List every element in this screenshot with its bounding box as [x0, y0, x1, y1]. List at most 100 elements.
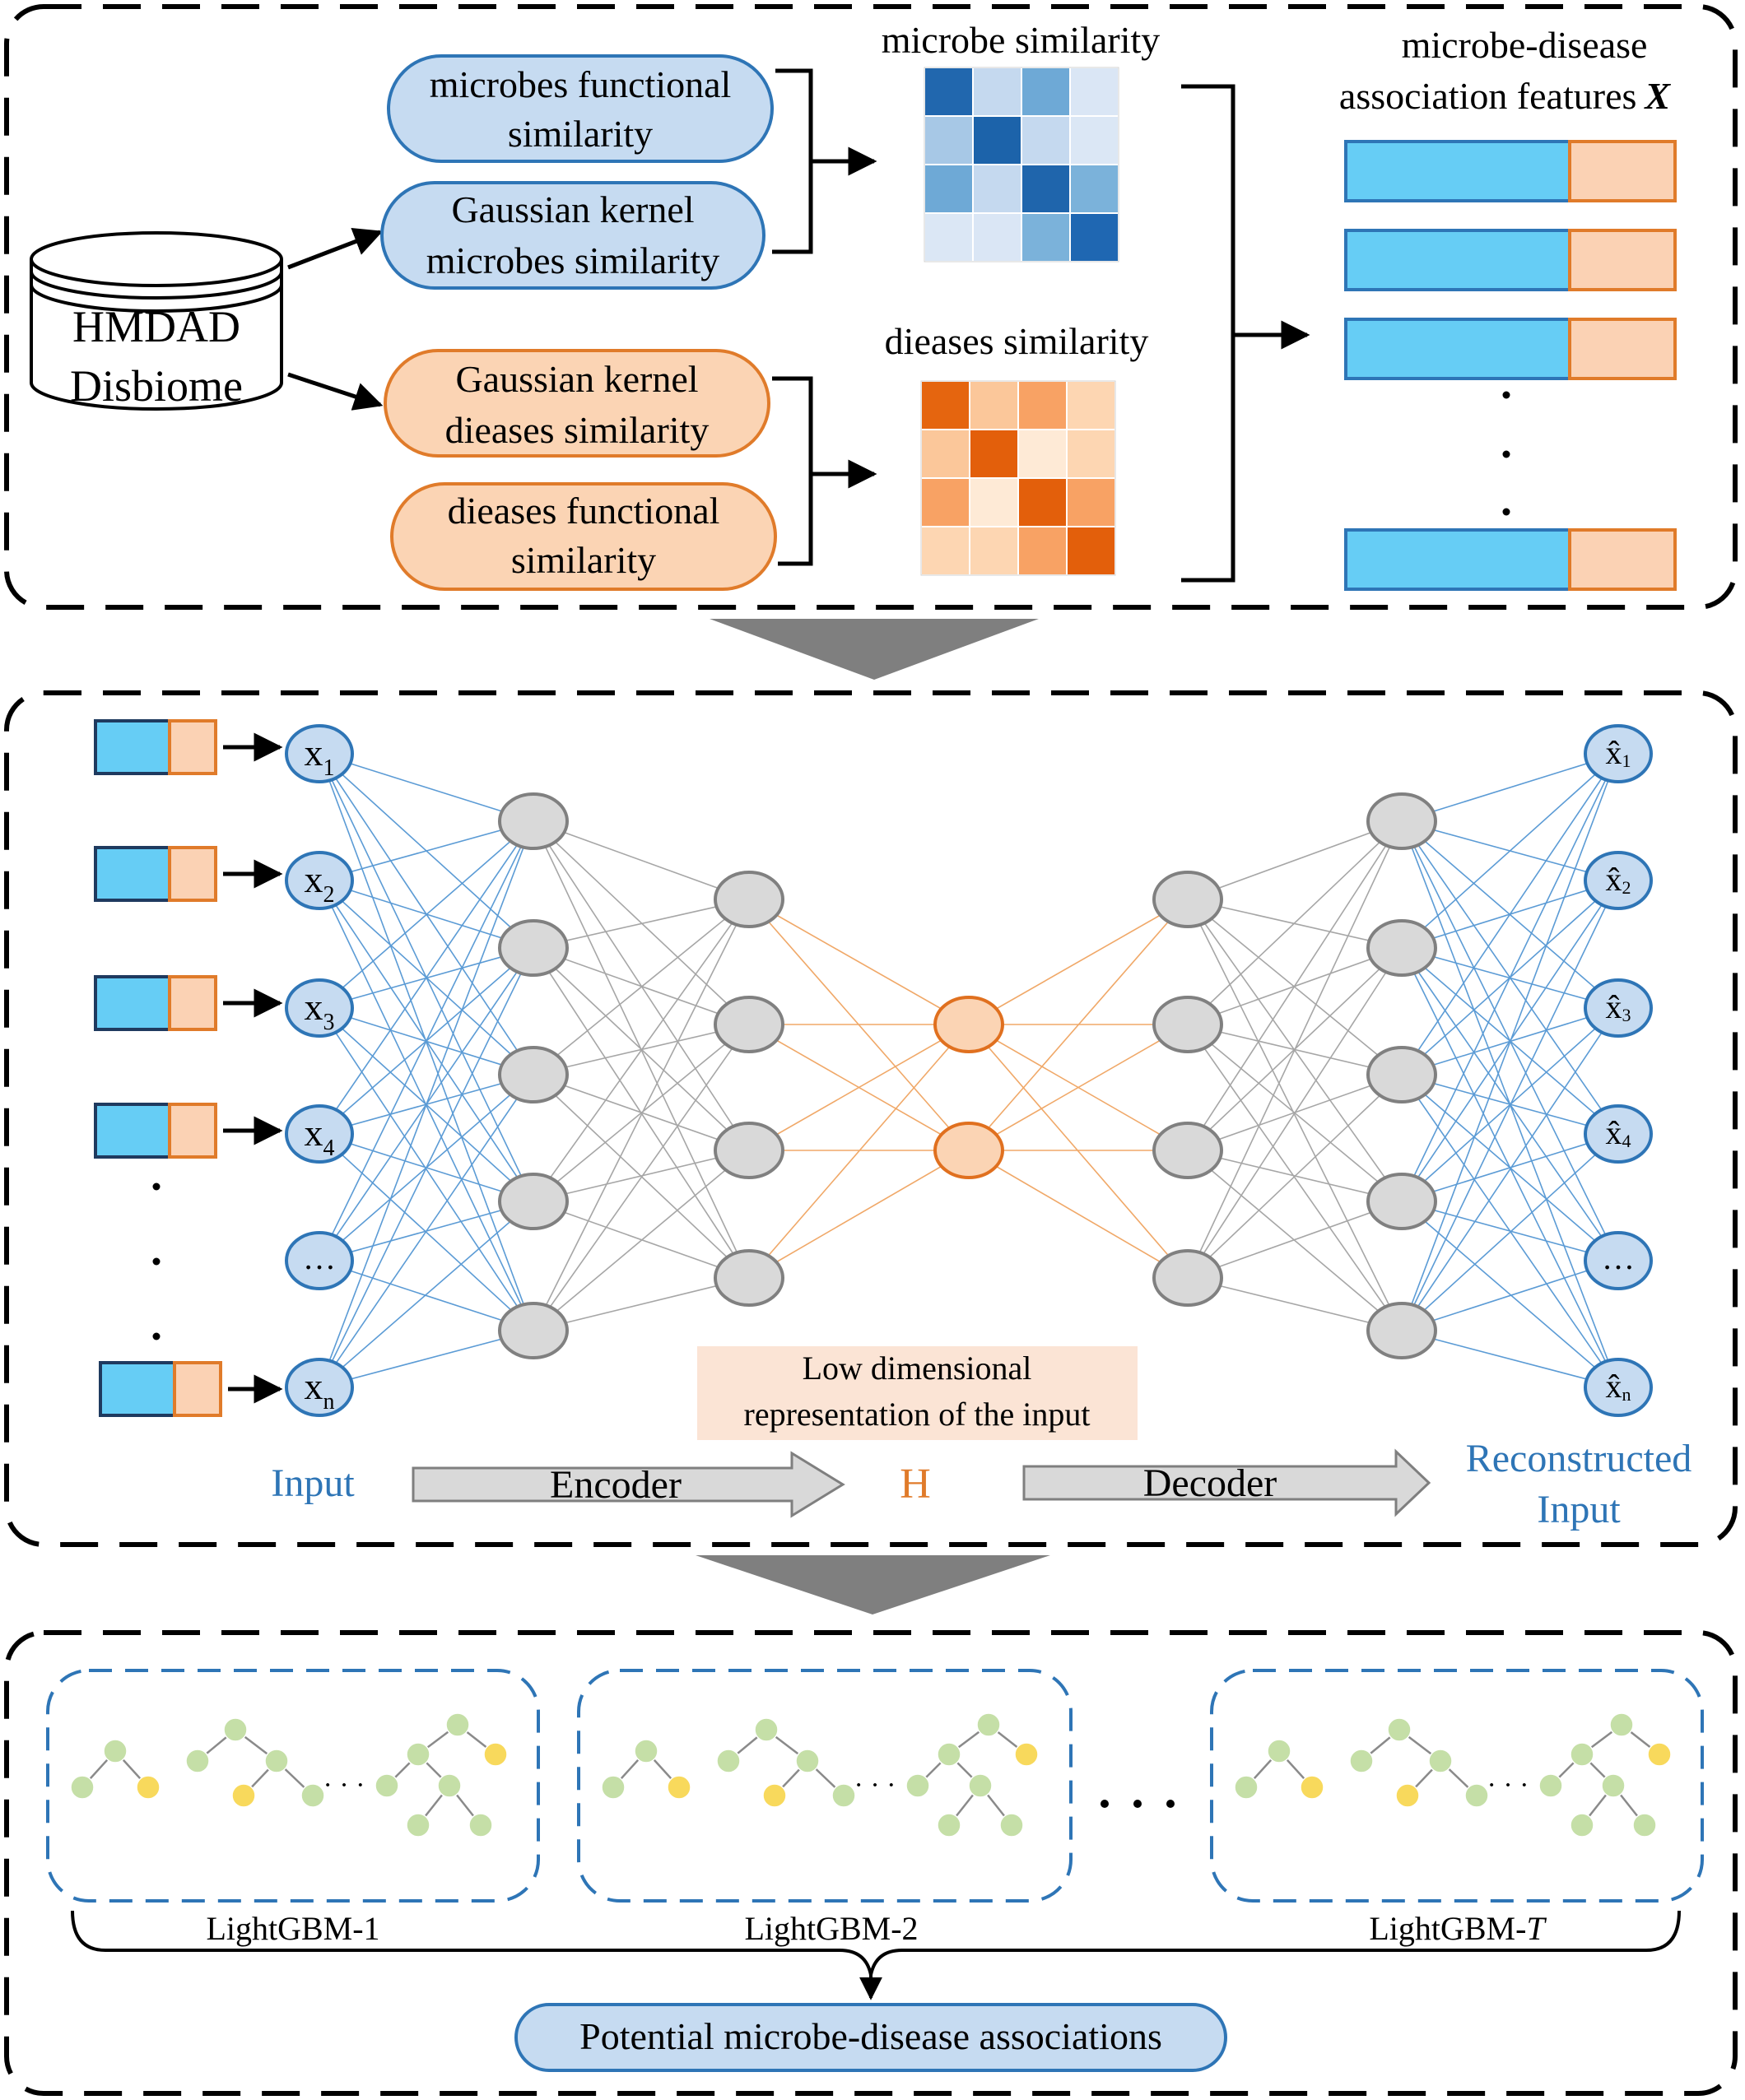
flow-down-triangle-1: [710, 619, 1039, 680]
network-edge: [1187, 820, 1403, 1151]
tree-ellipsis: · · ·: [854, 1770, 896, 1800]
network-edge: [748, 1024, 970, 1151]
network-edge: [533, 820, 750, 900]
node-label: x̂1: [1606, 734, 1631, 771]
tree-node: [1570, 1813, 1594, 1838]
matrix-cell: [969, 380, 1019, 430]
svg-text:dieases functional: dieases functional: [448, 490, 720, 532]
matrix-cell: [1021, 212, 1071, 262]
matrix-cell: [920, 380, 970, 430]
network-edge: [319, 820, 534, 1388]
tree-node: [1300, 1775, 1324, 1800]
network-edge: [319, 820, 534, 1135]
decision-trees: · · ·· · ·· · ·: [70, 1712, 1672, 1838]
hidden-node: [714, 871, 784, 928]
network-edge: [319, 820, 534, 881]
h-label: H: [900, 1461, 931, 1508]
network-edge: [748, 1024, 970, 1279]
output-label: Potential microbe-disease associations: [579, 2015, 1162, 2057]
feature-vector: [1344, 229, 1677, 291]
matrix-cell: [1017, 380, 1068, 430]
network-edge: [1187, 820, 1403, 1025]
tree-node: [905, 1773, 930, 1798]
model-label-t: LightGBM-T: [1369, 1910, 1547, 1947]
source-disbiome: Disbiome: [70, 361, 243, 411]
tree-node: [1538, 1773, 1563, 1798]
hidden-node: [1366, 792, 1437, 850]
tree-node: [1014, 1742, 1039, 1767]
matrix-cell: [1021, 67, 1071, 117]
network-edge: [533, 899, 750, 1202]
network-edges: [319, 753, 1619, 1388]
matrix-cell: [1066, 526, 1116, 576]
matrix-cell: [1069, 67, 1119, 117]
tree-node: [264, 1749, 289, 1773]
tree-ellipsis: · · ·: [1487, 1770, 1529, 1800]
network-edge: [1187, 1074, 1403, 1279]
tree-node: [999, 1813, 1024, 1838]
network-edge: [319, 753, 534, 822]
network-edge: [319, 1201, 534, 1388]
network-edge: [1401, 753, 1619, 822]
svg-text:dieases similarity: dieases similarity: [445, 409, 710, 451]
input-vector: [94, 846, 283, 902]
tree-node: [70, 1775, 95, 1800]
matrix-cell: [969, 526, 1019, 576]
microbe-bracket: [772, 68, 813, 254]
network-edge: [319, 1330, 534, 1388]
network-edge: [1187, 1201, 1403, 1279]
svg-text:Gaussian kernel: Gaussian kernel: [455, 358, 698, 400]
source-hmdad: HMDAD: [72, 302, 240, 351]
input-node: …: [285, 1231, 354, 1290]
network-edge: [533, 899, 750, 949]
matrix-cell: [1069, 164, 1119, 214]
network-edge: [1401, 753, 1619, 949]
network-edge: [533, 1277, 750, 1331]
network-edge: [1401, 1133, 1619, 1331]
output-pill: [514, 2003, 1227, 2072]
matrix-cell: [1017, 526, 1068, 576]
input-label: Input: [271, 1461, 355, 1505]
hidden-node: [714, 1122, 784, 1179]
tree: [1349, 1717, 1489, 1808]
node-label: x̂n: [1606, 1368, 1631, 1405]
network-edge: [533, 1150, 750, 1331]
tree-node: [1632, 1813, 1657, 1838]
model-box-2: [577, 1669, 1073, 1903]
network-edge: [1187, 947, 1403, 1279]
network-edge: [1187, 820, 1403, 1279]
input-node: xn: [285, 1358, 354, 1417]
tree-node: [1428, 1749, 1453, 1773]
matrix-cell: [972, 212, 1022, 262]
panel1-frame: [4, 4, 1738, 610]
network-edge: [319, 1260, 534, 1331]
hidden-node: [1152, 1249, 1223, 1307]
svg-text:microbes similarity: microbes similarity: [426, 239, 719, 281]
network-edge: [1401, 1201, 1619, 1388]
tree-node: [976, 1712, 1001, 1737]
tree-node: [1395, 1783, 1420, 1808]
matrix-cell: [1066, 429, 1116, 479]
tree: [185, 1717, 325, 1808]
network-edge: [319, 1133, 534, 1331]
output-node: x̂4: [1584, 1104, 1653, 1164]
network-edge: [533, 1024, 750, 1331]
tree-node: [445, 1712, 470, 1737]
node-label: x̂3: [1606, 988, 1631, 1025]
tree: [905, 1712, 1039, 1838]
matrix-cell: [920, 477, 970, 527]
disease-functional-similarity-pill: dieases functional similarity: [390, 482, 777, 591]
microbe-similarity-matrix: [924, 67, 1119, 262]
network-edge: [533, 899, 750, 1331]
network-edge: [1401, 1260, 1619, 1331]
hidden-node: [498, 1302, 569, 1359]
node-label: x̂4: [1606, 1114, 1631, 1151]
tree-node: [1387, 1717, 1412, 1742]
arrow-db-to-microbe: [287, 227, 384, 270]
network-edge: [968, 899, 1189, 1025]
flow-down-triangle-2: [696, 1555, 1050, 1614]
tree-node: [1464, 1783, 1489, 1808]
tree-node: [1647, 1742, 1672, 1767]
decoder-arrow: [1022, 1448, 1431, 1517]
hidden-node: [714, 1249, 784, 1307]
